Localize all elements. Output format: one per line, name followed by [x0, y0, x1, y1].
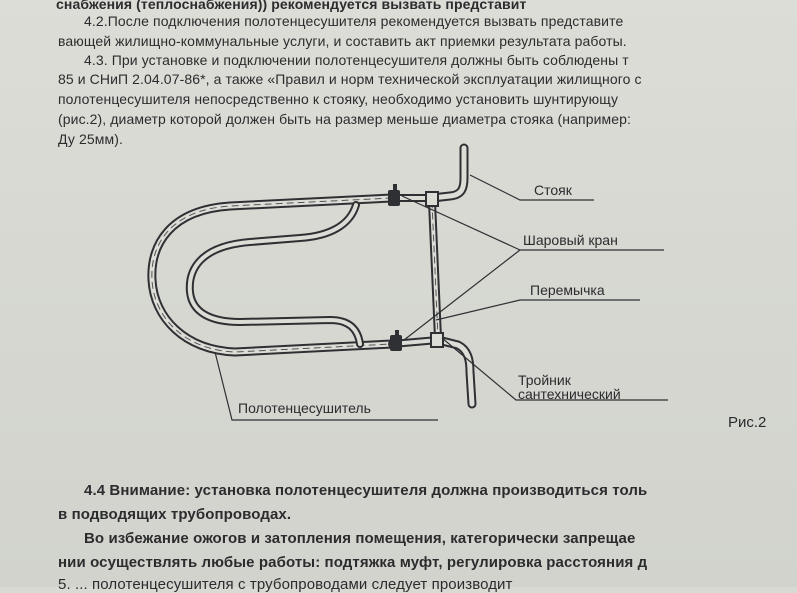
text-line-4: 4.3. При установке и подключении полотен…	[84, 52, 629, 68]
tee-bottom-icon	[430, 332, 444, 348]
text-line-2: 4.2.После подключения полотенцесушителя …	[84, 13, 624, 29]
leader-valve-bottom	[403, 249, 664, 341]
text-line-7: (рис.2), диаметр которой должен быть на …	[58, 111, 631, 127]
label-tee-2: сантехнический	[518, 386, 621, 402]
label-bypass: Перемычка	[530, 282, 605, 298]
figure-caption: Рис.2	[728, 414, 767, 431]
ball-valve-bottom-icon	[390, 330, 402, 351]
warning-line-4: нии осуществлять любые работы: подтяжка …	[58, 554, 648, 571]
text-line-6: полотенцесушителя непосредственно к стоя…	[58, 91, 619, 107]
leader-bypass	[435, 299, 640, 321]
leader-tee	[441, 337, 668, 401]
warning-line-3: Во избежание ожогов и затопления помещен…	[84, 530, 636, 547]
label-tee-1: Тройник	[518, 372, 571, 388]
label-riser: Стояк	[534, 182, 572, 198]
text-line-8: Ду 25мм).	[58, 131, 123, 147]
text-line-5: 85 и СНиП 2.04.07-86*, а также «Правил и…	[58, 71, 642, 87]
leader-riser	[469, 174, 594, 201]
ball-valve-top-icon	[388, 184, 400, 206]
label-ball-valve: Шаровый кран	[523, 232, 618, 248]
text-line-3: вающей жилищно-коммунальные услуги, и со…	[58, 33, 627, 49]
leader-valve-top	[401, 195, 521, 251]
warning-line-2: в подводящих трубопроводах.	[58, 506, 292, 523]
leader-dryer	[214, 351, 438, 421]
label-towel-dryer: Полотенцесушитель	[238, 400, 371, 416]
tee-top-icon	[425, 191, 439, 207]
text-line-1: снабжения (теплоснабжения)) рекомендуетс…	[56, 0, 527, 12]
warning-line-5: 5. ... полотенцесушителя с трубопроводам…	[58, 576, 513, 593]
warning-line-1: 4.4 Внимание: установка полотенцесушител…	[84, 482, 648, 499]
